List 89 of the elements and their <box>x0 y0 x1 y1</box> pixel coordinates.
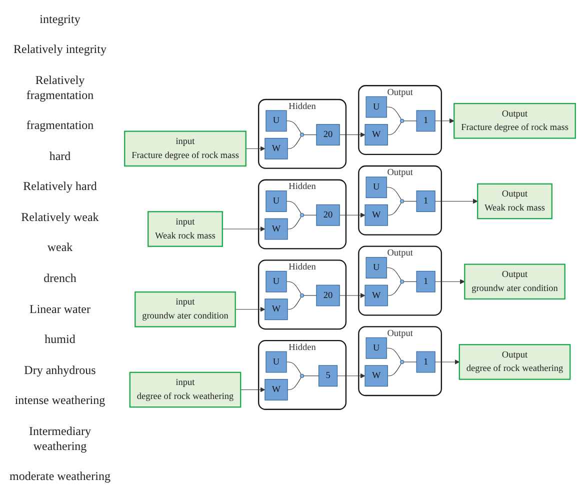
node-circle <box>300 133 304 138</box>
node-box: 20 <box>316 124 340 146</box>
arrow <box>434 199 478 204</box>
node-box: 1 <box>416 271 436 293</box>
connector <box>386 348 402 362</box>
connector <box>386 268 402 281</box>
node-circle <box>400 200 404 204</box>
node-circle <box>300 214 304 218</box>
node-box: 1 <box>416 110 436 132</box>
arrow <box>339 293 366 299</box>
category-label: weak <box>46 240 74 256</box>
node-box: U <box>366 96 387 118</box>
category-label: humid <box>44 332 76 348</box>
node-circle <box>400 119 404 124</box>
connector <box>387 202 402 216</box>
node-box: input Fracture degree of rock mass <box>124 131 246 168</box>
category-label: Intermediary weathering <box>28 424 92 454</box>
arrow <box>434 360 460 365</box>
node-box: 5 <box>318 366 338 388</box>
connector <box>287 216 302 230</box>
node-box: 20 <box>316 204 340 226</box>
connector <box>404 121 417 122</box>
node-box: U <box>366 258 387 279</box>
arrow <box>339 213 366 218</box>
connector <box>303 134 317 136</box>
node-box: 20 <box>316 285 340 307</box>
connector <box>404 362 417 363</box>
arrow <box>240 388 266 393</box>
node-box: W <box>364 204 388 226</box>
node-box: U <box>366 338 387 360</box>
node-box: U <box>266 271 287 293</box>
connector <box>286 121 302 134</box>
category-label: integrity <box>38 12 82 27</box>
node-circle <box>300 374 304 378</box>
node-circle <box>300 294 304 298</box>
connector <box>286 362 302 376</box>
node-box: W <box>364 366 388 388</box>
connector <box>404 201 417 202</box>
connector <box>287 378 302 391</box>
category-label: Linear water <box>28 302 92 317</box>
node-box: input Weak rock mass <box>148 212 223 248</box>
node-circle <box>400 360 404 364</box>
arrow <box>434 280 465 285</box>
connector <box>386 188 402 201</box>
category-label: Relatively fragmentation <box>25 72 95 103</box>
connector <box>287 297 302 310</box>
node-box: U <box>266 191 287 212</box>
category-label: intense weathering <box>14 393 106 408</box>
category-label: Relatively hard <box>22 179 98 194</box>
connector <box>286 282 302 295</box>
node-box: 1 <box>416 191 436 212</box>
connector <box>387 283 402 296</box>
node-box: W <box>264 299 288 321</box>
node-box: Output Weak rock mass <box>477 184 552 220</box>
category-label: Relatively weak <box>20 210 100 225</box>
node-box: U <box>266 110 287 132</box>
node-box: W <box>264 380 288 401</box>
node-box: W <box>264 218 288 240</box>
arrow <box>336 374 366 379</box>
node-circle <box>400 280 404 284</box>
arrow <box>434 118 454 124</box>
connector <box>386 107 402 120</box>
arrow <box>222 226 266 232</box>
category-label: moderate weathering <box>8 469 112 484</box>
category-label: hard <box>48 148 72 164</box>
connector <box>387 364 402 377</box>
node-box: Output groundw ater condition <box>464 264 566 300</box>
node-box: U <box>366 177 387 199</box>
category-label: drench <box>42 271 78 286</box>
arrow <box>246 146 266 152</box>
connector <box>287 136 302 150</box>
node-box: 1 <box>416 352 436 374</box>
connector <box>387 122 402 136</box>
arrow <box>235 307 266 312</box>
node-box: W <box>364 124 388 146</box>
node-box: W <box>264 138 288 160</box>
category-label: Relatively integrity <box>12 42 108 58</box>
node-box: U <box>266 352 287 374</box>
node-box: W <box>364 285 388 307</box>
connector <box>286 201 302 214</box>
node-box: input groundw ater condition <box>134 292 236 328</box>
node-box: Output degree of rock weathering <box>458 344 571 380</box>
category-label: fragmentation <box>25 118 95 134</box>
node-box: input degree of rock weathering <box>129 372 242 408</box>
connector <box>303 215 317 216</box>
connector <box>303 376 320 377</box>
arrow <box>339 132 366 138</box>
category-label: Dry anhydrous <box>23 362 97 378</box>
node-box: Output Fracture degree of rock mass <box>454 103 576 140</box>
